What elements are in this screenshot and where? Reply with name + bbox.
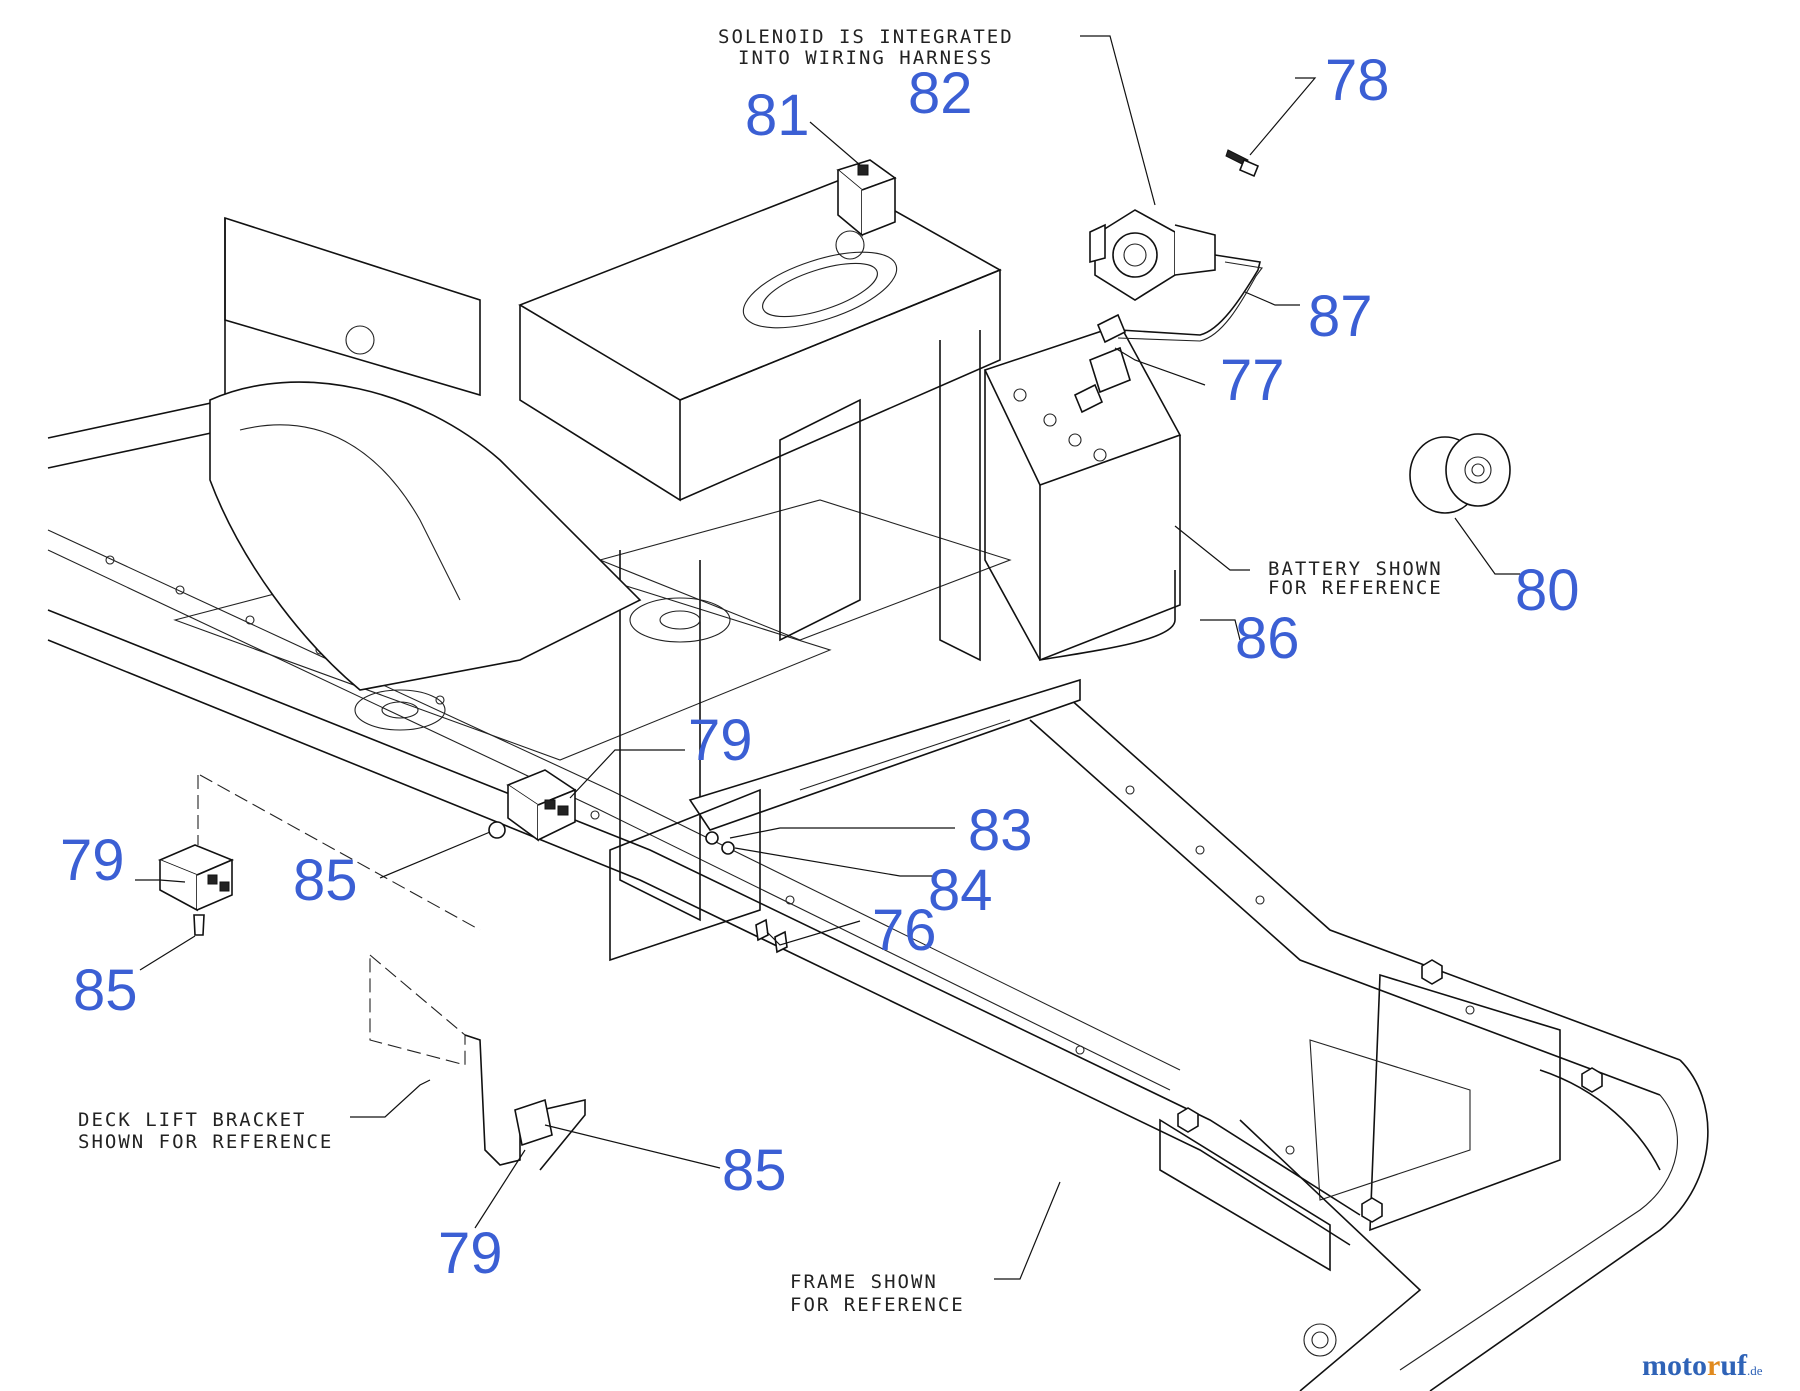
part-77-bolts <box>1073 313 1131 414</box>
note-battery-line1: BATTERY SHOWN <box>1268 558 1443 580</box>
battery-drawing <box>983 324 1182 662</box>
callout-79-left: 79 <box>60 828 125 893</box>
callout-85-center: 85 <box>293 848 358 913</box>
note-solenoid-line1: SOLENOID IS INTEGRATED <box>718 26 1014 48</box>
note-frame-line2: FOR REFERENCE <box>790 1294 965 1316</box>
part-86-strap <box>1039 570 1176 661</box>
callout-81: 81 <box>745 83 810 148</box>
note-deck-line2: SHOWN FOR REFERENCE <box>78 1131 333 1153</box>
callout-84: 84 <box>928 858 993 923</box>
callout-76: 76 <box>872 898 937 963</box>
part-82-solenoid <box>1089 209 1216 301</box>
callout-85-bottom: 85 <box>722 1138 787 1203</box>
note-deck-line1: DECK LIFT BRACKET <box>78 1109 306 1131</box>
callout-80: 80 <box>1515 558 1580 623</box>
leader-lines <box>135 35 1520 1280</box>
callout-83: 83 <box>968 798 1033 863</box>
svg-text:motoruf.de: motoruf.de <box>1642 1349 1763 1382</box>
note-battery-line2: FOR REFERENCE <box>1268 577 1443 599</box>
frame-drawing <box>47 399 1709 1391</box>
part-87-cable <box>1114 254 1261 336</box>
part-81-switch <box>836 159 897 237</box>
part-79-switch-center <box>506 769 577 842</box>
callout-85-left: 85 <box>73 958 138 1023</box>
callout-86: 86 <box>1235 606 1300 671</box>
callout-87: 87 <box>1308 284 1373 349</box>
note-solenoid-line2: INTO WIRING HARNESS <box>738 47 993 69</box>
watermark-logo: motoruf.de <box>1642 1349 1763 1382</box>
dash-tower-drawing <box>209 179 1081 962</box>
part-79-switch-left <box>157 844 235 912</box>
deck-lift-bracket-drawing <box>369 953 586 1171</box>
note-frame-line1: FRAME SHOWN <box>790 1271 938 1293</box>
callout-79-center: 79 <box>688 708 753 773</box>
part-85-pin-left <box>193 914 205 936</box>
callout-77: 77 <box>1220 348 1285 413</box>
notes: SOLENOID IS INTEGRATED INTO WIRING HARNE… <box>78 26 1443 1316</box>
part-85-pin-center <box>488 821 506 839</box>
callout-78: 78 <box>1325 48 1390 113</box>
callout-79-bottom: 79 <box>438 1221 503 1286</box>
part-84-nut <box>705 831 719 845</box>
frame-bolts <box>1177 959 1603 1223</box>
callouts: 76 77 78 79 79 79 80 81 82 83 84 85 85 8… <box>60 48 1580 1286</box>
part-80-key-switch <box>1409 433 1511 514</box>
part-76-screws <box>755 918 788 954</box>
callout-82: 82 <box>908 61 973 126</box>
part-78-screw <box>1225 149 1260 178</box>
